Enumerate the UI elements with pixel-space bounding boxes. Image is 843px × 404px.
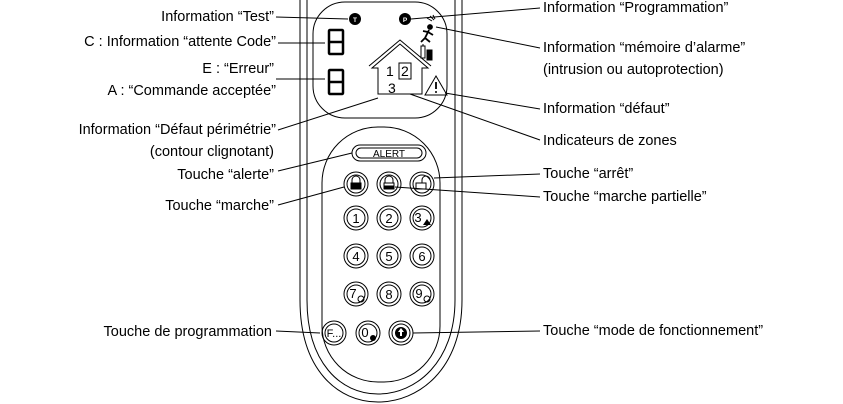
programming-indicator-icon xyxy=(399,13,411,25)
callout-commande-acceptee: A : “Commande acceptée” xyxy=(108,83,277,99)
test-indicator-icon xyxy=(349,13,361,25)
callout-defaut: Information “défaut” xyxy=(543,101,670,117)
house-icon xyxy=(368,39,432,95)
callout-test: Information “Test” xyxy=(161,9,274,25)
function-key-label: F... xyxy=(327,328,342,340)
lcd-display: T P 1 2 3 xyxy=(327,13,448,96)
lock-open-icon xyxy=(415,175,431,190)
key-4-label: 4 xyxy=(352,249,359,264)
dollar-small-icon xyxy=(370,335,376,341)
key-2-label: 2 xyxy=(385,211,392,226)
callout-touche-programmation: Touche de programmation xyxy=(104,324,272,340)
key-0[interactable]: 0 xyxy=(355,320,381,346)
right-callouts: Information “Programmation” Information … xyxy=(543,0,763,339)
lock-partial-icon xyxy=(383,175,395,190)
callout-contour-clignotant: (contour clignotant) xyxy=(150,144,274,160)
test-indicator-label: T xyxy=(353,17,357,24)
callout-programmation: Information “Programmation” xyxy=(543,0,729,16)
callout-memoire-alarme: Information “mémoire d’alarme” xyxy=(543,40,745,56)
key-9[interactable]: 9 xyxy=(409,281,435,307)
running-man-icon xyxy=(420,14,436,43)
device-outer-shell xyxy=(299,0,463,403)
battery-icon xyxy=(420,44,433,61)
key-6[interactable]: 6 xyxy=(409,243,435,269)
seven-segment-error xyxy=(327,68,345,96)
key-2[interactable]: 2 xyxy=(376,205,402,231)
callout-touche-alerte: Touche “alerte” xyxy=(177,167,274,183)
device-inner-shell xyxy=(306,0,456,395)
key-7[interactable]: 7 xyxy=(343,281,369,307)
key-9-label: 9 xyxy=(415,286,422,301)
key-3-label: 3 xyxy=(414,210,421,225)
callout-attente-code: C : Information “attente Code” xyxy=(84,34,276,50)
key-1-label: 1 xyxy=(352,211,359,226)
key-4[interactable]: 4 xyxy=(343,243,369,269)
lock-closed-icon xyxy=(350,175,362,190)
key-8-label: 8 xyxy=(385,287,392,302)
callout-indicateurs-zones: Indicateurs de zones xyxy=(543,133,677,149)
seven-segment-code xyxy=(327,28,345,56)
callout-touche-marche-partielle: Touche “marche partielle” xyxy=(543,189,707,205)
arrow-up-icon xyxy=(395,327,407,339)
key-5-label: 5 xyxy=(385,249,392,264)
marche-partielle-key[interactable] xyxy=(376,171,402,197)
warning-triangle-icon xyxy=(424,75,448,96)
leader-lines xyxy=(275,7,541,334)
function-key[interactable]: F... xyxy=(321,320,347,346)
key-3[interactable]: 3 xyxy=(409,205,435,231)
zone-2-indicator: 2 xyxy=(401,63,409,79)
left-callouts: Information “Test” C : Information “atte… xyxy=(79,9,277,340)
key-7-label: 7 xyxy=(349,286,356,301)
key-0-label: 0 xyxy=(361,325,368,340)
keypad-panel xyxy=(321,126,441,383)
warning-small-icon xyxy=(423,219,431,225)
mode-key[interactable] xyxy=(388,320,414,346)
key-5[interactable]: 5 xyxy=(376,243,402,269)
arret-key[interactable] xyxy=(409,171,435,197)
zone-1-indicator: 1 xyxy=(386,63,394,79)
zone-2-frame xyxy=(398,62,412,80)
key-8[interactable]: 8 xyxy=(376,281,402,307)
display-window xyxy=(312,1,448,119)
callout-erreur: E : “Erreur” xyxy=(202,61,274,77)
zone-3-indicator: 3 xyxy=(388,80,396,96)
callout-defaut-perimetrie: Information “Défaut périmétrie” xyxy=(79,122,277,138)
programming-indicator-label: P xyxy=(403,17,408,24)
callout-touche-mode-fonctionnement: Touche “mode de fonctionnement” xyxy=(543,323,763,339)
test-small-icon xyxy=(423,295,431,303)
keypad-device xyxy=(299,0,463,403)
callout-touche-arret: Touche “arrêt” xyxy=(543,166,633,182)
callout-touche-marche: Touche “marche” xyxy=(165,198,274,214)
callout-intrusion-autoprotection: (intrusion ou autoprotection) xyxy=(543,62,724,78)
alert-key[interactable]: ALERT xyxy=(351,144,427,162)
marche-key[interactable] xyxy=(343,171,369,197)
alert-key-label: ALERT xyxy=(373,149,405,160)
key-6-label: 6 xyxy=(418,249,425,264)
prog-small-icon xyxy=(357,295,365,303)
key-1[interactable]: 1 xyxy=(343,205,369,231)
